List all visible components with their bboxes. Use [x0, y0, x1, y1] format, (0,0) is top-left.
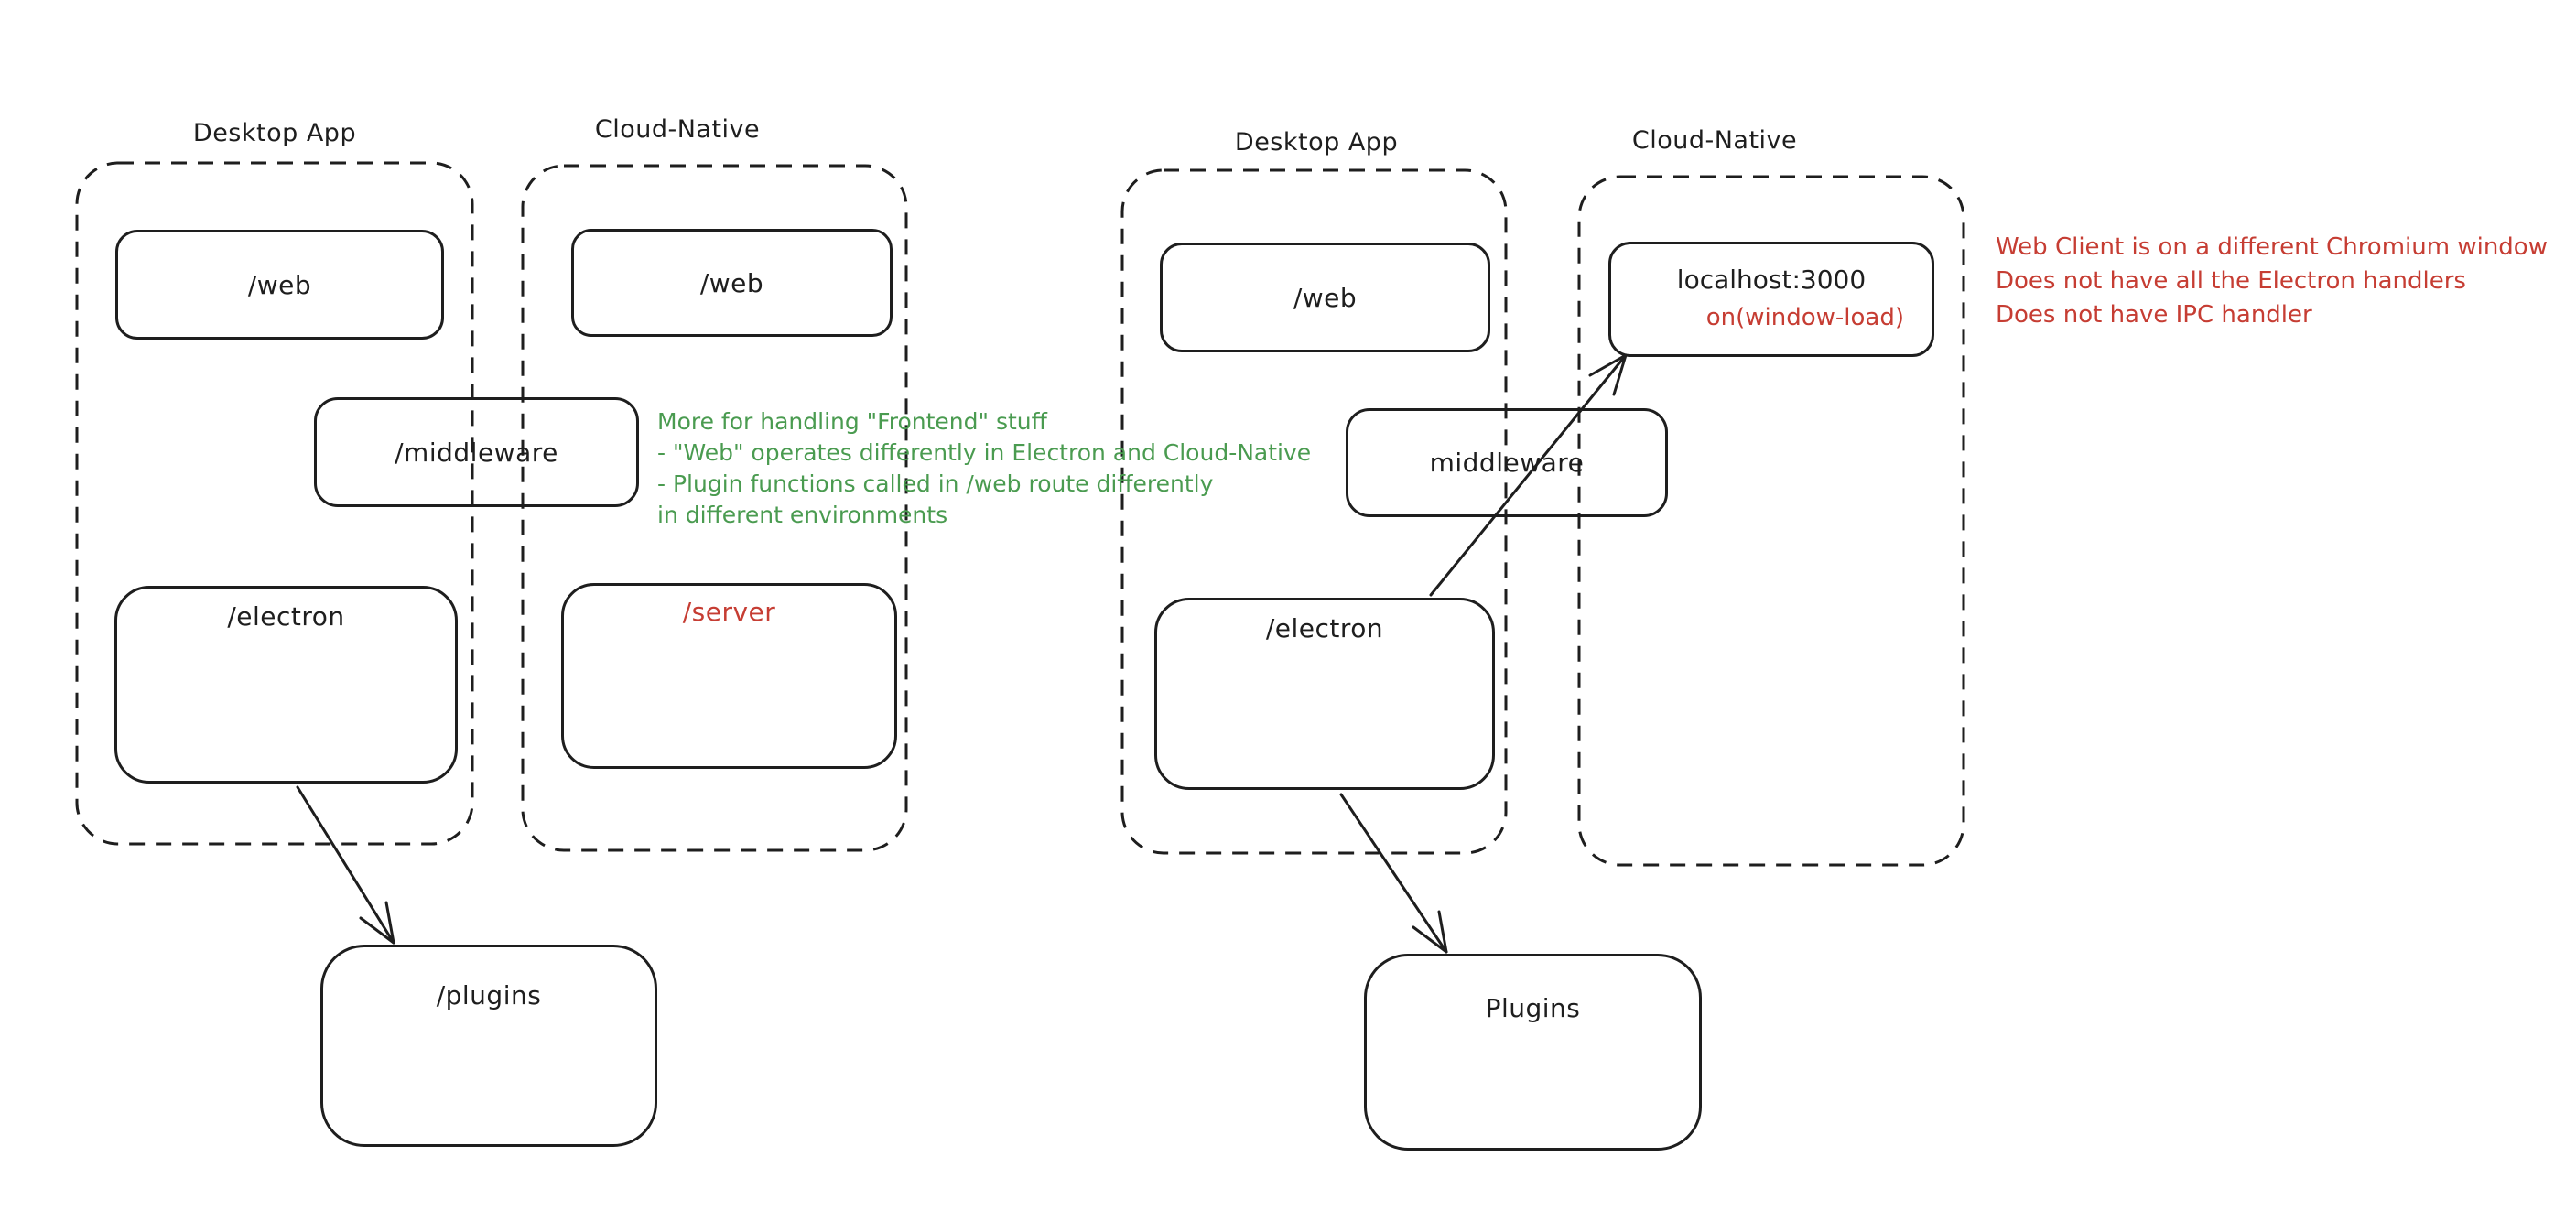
green-annotation-line: in different environments — [657, 502, 948, 528]
left-plugins-label: /plugins — [436, 980, 542, 1010]
red-annotation-line: Does not have all the Electron handlers — [1996, 267, 2466, 295]
left-cloud-native-title: Cloud-Native — [594, 115, 761, 144]
right-web-node: /web — [1160, 243, 1490, 352]
green-annotation-line: - Plugin functions called in /web route … — [657, 470, 1214, 497]
left-electron-node: /electron — [114, 586, 458, 784]
right-middleware-node: middleware — [1346, 408, 1668, 517]
right-middleware-label: middleware — [1429, 448, 1585, 478]
left-web-cloud-label: /web — [699, 267, 764, 298]
left-web-desktop-node: /web — [115, 230, 444, 340]
right-web-label: /web — [1293, 282, 1358, 313]
right-cloud-native-title: Cloud-Native — [1631, 126, 1798, 155]
left-desktop-app-title: Desktop App — [192, 119, 357, 147]
red-annotation: Web Client is on a different Chromium wi… — [1996, 231, 2548, 332]
left-middleware-label: /middleware — [395, 437, 558, 468]
left-server-node: /server — [561, 583, 897, 769]
left-plugins-node: /plugins — [320, 945, 657, 1147]
right-electron-label: /electron — [1265, 613, 1384, 643]
left-web-desktop-label: /web — [247, 269, 312, 300]
left-web-cloud-node: /web — [571, 229, 893, 337]
left-middleware-node: /middleware — [314, 397, 639, 507]
green-annotation-line: More for handling "Frontend" stuff — [657, 408, 1047, 435]
left-server-label: /server — [682, 597, 776, 627]
right-plugins-node: Plugins — [1364, 954, 1702, 1151]
left-electron-label: /electron — [227, 601, 345, 632]
red-annotation-line: Does not have IPC handler — [1996, 301, 2312, 329]
localhost-label: localhost:3000 — [1676, 265, 1867, 295]
green-annotation-line: - "Web" operates differently in Electron… — [657, 439, 1312, 466]
arrow-electron-to-plugins-left — [296, 785, 395, 945]
green-annotation: More for handling "Frontend" stuff - "We… — [657, 406, 1311, 531]
right-electron-node: /electron — [1154, 598, 1495, 790]
red-annotation-line: Web Client is on a different Chromium wi… — [1996, 233, 2548, 261]
right-localhost-node: localhost:3000 on(window-load) — [1608, 242, 1934, 357]
right-desktop-app-title: Desktop App — [1234, 128, 1399, 157]
right-plugins-label: Plugins — [1485, 993, 1581, 1023]
window-load-label: on(window-load) — [1705, 304, 1904, 331]
arrow-electron-to-plugins-right — [1339, 793, 1448, 954]
